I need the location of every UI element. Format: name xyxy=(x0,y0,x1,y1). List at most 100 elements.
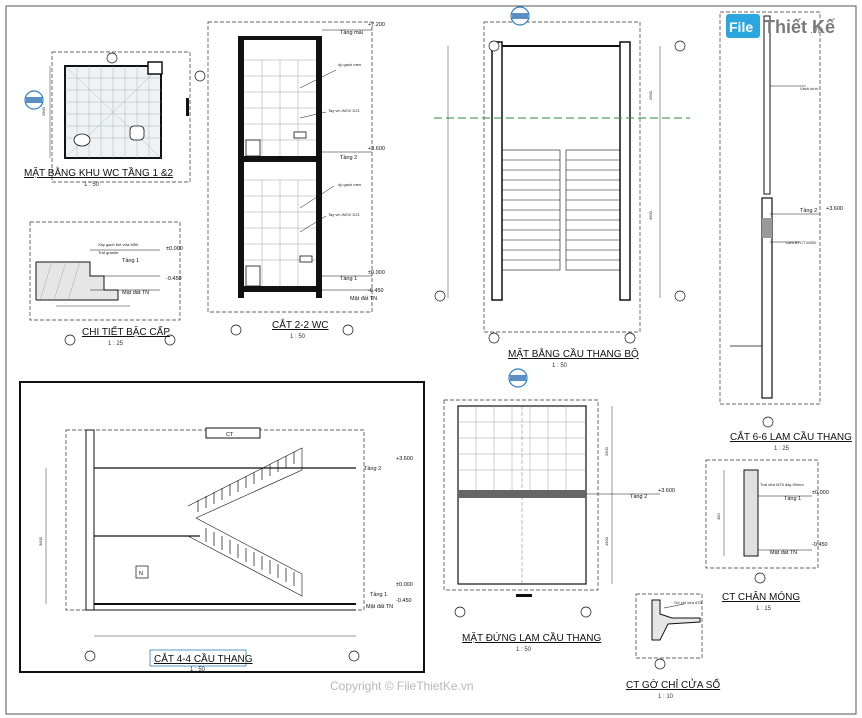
note-tile: ốp gạch men xyxy=(338,62,361,67)
grid-bubble-icon xyxy=(624,332,636,344)
level-floor2-label: Tầng 2 xyxy=(340,155,357,161)
grid-bubble-icon xyxy=(488,332,500,344)
grid-bubble-icon xyxy=(106,52,118,64)
scale-section-6-6: 1 : 25 xyxy=(774,446,790,452)
level-ground-label: Mặt đất TN xyxy=(770,550,797,556)
dim-label: 3600 xyxy=(648,210,653,220)
level-value: -0.450 xyxy=(368,288,384,294)
level-value: +3.600 xyxy=(826,206,843,212)
elevation-lam: Tầng 2 +3.600 2900 1500 MẶT ĐỨNG LAM CẦU… xyxy=(443,368,675,653)
title-wc-plan: MẶT BẰNG KHU WC TẦNG 1 &2 xyxy=(24,166,174,179)
note-step: Xây gạch thẻ vữa M50 xyxy=(98,242,139,247)
grid-bubble-icon xyxy=(84,650,96,662)
level-floor1-label: Tầng 1 xyxy=(370,592,387,598)
stair-plan: 2900 3600 MẶT BẰNG CẦU THANG BỘ 1 : 50 xyxy=(434,6,690,369)
label-ct: CT xyxy=(226,432,234,438)
scale-elevation-lam: 1 : 50 xyxy=(516,647,532,653)
note-concrete: Lam BTCT M200 xyxy=(786,240,817,245)
grid-bubble-icon xyxy=(754,572,766,584)
grid-bubble-icon xyxy=(674,290,686,302)
grid-bubble-icon xyxy=(580,606,592,618)
toilet-icon xyxy=(245,265,261,287)
dim-label: 2900 xyxy=(41,106,46,116)
step-detail: Xây gạch thẻ vữa M50 Trát granite Tầng 1… xyxy=(29,221,183,347)
dim-label: 2900 xyxy=(604,446,609,456)
logo-domain: .vn xyxy=(810,25,823,36)
scale-section-4-4: 1 : 50 xyxy=(190,667,206,673)
level-value: +3.600 xyxy=(368,146,385,152)
dim-label: 1500 xyxy=(604,536,609,546)
level-roof-label: Tầng mái xyxy=(340,30,363,36)
note-sill: Gờ chỉ vữa #75 xyxy=(674,600,703,605)
level-ground-label: Mặt đất TN xyxy=(366,604,393,610)
sink-icon xyxy=(299,255,313,263)
note-rail: Tay vịn INOX D21 xyxy=(328,108,361,113)
sheet-border xyxy=(5,5,857,715)
level-value: ±0.000 xyxy=(368,270,385,276)
level-ground-label: Mặt đất TN xyxy=(350,296,377,302)
dim-label: 2900 xyxy=(648,90,653,100)
level-value: ±0.000 xyxy=(166,246,183,252)
watermark: Copyright © FileThietKe.vn xyxy=(330,679,474,693)
level-value: +3.600 xyxy=(658,488,675,494)
logo-name: Thiết Kế xyxy=(764,17,836,37)
section-4-4: CT N Tầng 2 +3.600 Tầng 1 ±0.0 xyxy=(19,381,425,673)
level-value: +7.200 xyxy=(368,22,385,28)
title-sill: CT GỜ CHỈ CỬA SỔ xyxy=(626,678,720,691)
label-n: N xyxy=(139,571,143,577)
scale-section-2-2: 1 : 50 xyxy=(290,334,306,340)
title-section-6-6: CẮT 6-6 LAM CẦU THANG xyxy=(730,430,852,443)
sink-icon xyxy=(293,131,307,139)
level-value: -0.450 xyxy=(166,276,182,282)
level-floor1-label: Tầng 1 xyxy=(340,276,357,282)
note-rail: Tay vịn INOX D21 xyxy=(328,212,361,217)
level-value: -0.450 xyxy=(396,598,412,604)
level-value: +3.600 xyxy=(396,456,413,462)
toilet-icon xyxy=(245,139,261,157)
title-section-2-2: CẮT 2-2 WC xyxy=(272,318,329,331)
grid-bubble-icon xyxy=(194,70,206,82)
level-ground-label: Mặt đất TN xyxy=(122,290,149,296)
grid-bubble-icon xyxy=(348,650,360,662)
scale-wc-plan: 1 : 50 xyxy=(84,182,100,188)
level-value: ±0.000 xyxy=(812,490,829,496)
section-6-6: Vách kính Lam BTCT M200 Tầng 2 +3.600 CẮ… xyxy=(719,11,852,452)
title-step-detail: CHI TIẾT BẬC CẤP xyxy=(82,325,170,338)
grid-bubble-icon xyxy=(674,40,686,52)
note-granite: Trát granite xyxy=(98,250,119,255)
level-floor2-label: Tầng 2 xyxy=(364,466,381,472)
wc-plan: 2900 MẶT BẰNG KHU WC TẦNG 1 &2 1 : 50 xyxy=(24,51,206,188)
grid-bubble-icon xyxy=(64,334,76,346)
level-floor2-label: Tầng 2 xyxy=(800,208,817,214)
grid-bubble-icon xyxy=(434,290,446,302)
title-foundation: CT CHÂN MÓNG xyxy=(722,590,800,603)
grid-bubble-icon xyxy=(230,324,242,336)
grid-bubble-icon xyxy=(164,334,176,346)
toilet-icon xyxy=(73,133,91,147)
level-floor1-label: Tầng 1 xyxy=(784,496,801,502)
note-plaster: Trát vữa M75 dày 50mm xyxy=(760,482,804,487)
grid-bubble-icon xyxy=(762,416,774,428)
section-2-2: Tầng mái +7.200 Tầng 2 +3.600 Tầng 1 ±0.… xyxy=(207,21,385,340)
note-tile: ốp gạch men xyxy=(338,182,361,187)
scale-stair-plan: 1 : 50 xyxy=(552,363,568,369)
title-elevation-lam: MẶT ĐỨNG LAM CẦU THANG xyxy=(462,631,602,644)
scale-foundation: 1 : 15 xyxy=(756,606,772,612)
foundation-detail: Trát vữa M75 dày 50mm Tầng 1 ±0.000 Mặt … xyxy=(705,459,829,612)
dim-label: 3600 xyxy=(38,536,43,546)
grid-bubble-icon xyxy=(488,40,500,52)
brand-logo: File Thiết Kế .vn xyxy=(726,14,836,38)
sill-detail: Gờ chỉ vữa #75 CT GỜ CHỈ CỬA SỔ 1 : 10 xyxy=(626,593,720,700)
grid-bubble-icon xyxy=(342,324,354,336)
dim-label: 450 xyxy=(716,513,721,520)
level-value: ±0.000 xyxy=(396,582,413,588)
scale-sill: 1 : 10 xyxy=(658,694,674,700)
level-floor2-label: Tầng 2 xyxy=(630,494,647,500)
scale-step-detail: 1 : 25 xyxy=(108,341,124,347)
level-value: -0.450 xyxy=(812,542,828,548)
sink-icon xyxy=(129,125,145,141)
logo-file: File xyxy=(729,19,753,35)
grid-bubble-icon xyxy=(654,658,666,670)
title-stair-plan: MẶT BẰNG CẦU THANG BỘ xyxy=(508,347,639,360)
